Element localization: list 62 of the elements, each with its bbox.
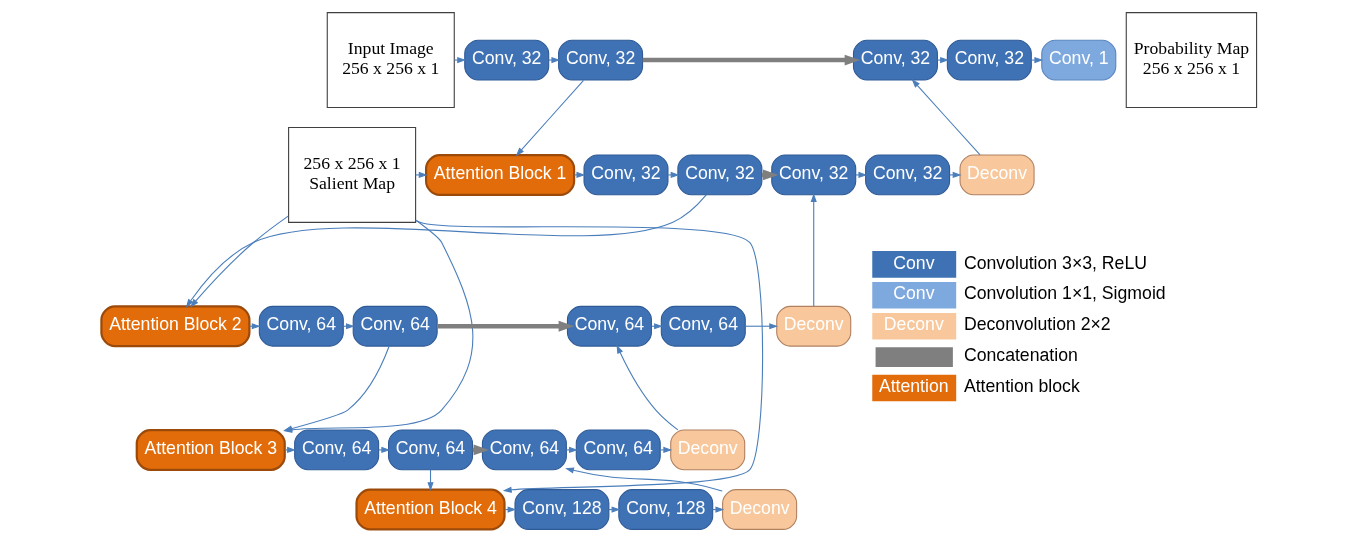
arrow — [377, 446, 390, 453]
arrow — [1030, 56, 1043, 64]
node-box: 256 x 256 x 1 Salient Map — [287, 126, 416, 223]
node-box: Conv, 32 — [770, 154, 856, 196]
node-box: Conv, 64 — [481, 429, 567, 471]
arrow — [185, 194, 707, 308]
arrow — [854, 171, 867, 178]
arrow — [565, 446, 578, 453]
arrow — [667, 171, 679, 178]
label: Attention — [878, 376, 949, 397]
arrow — [642, 54, 860, 66]
arrow — [936, 56, 949, 64]
legend-label: Convolution 1×1, Sigmoid — [963, 283, 1166, 304]
node-box: Conv, 128 — [617, 489, 713, 530]
node-box: Conv, 64 — [387, 429, 473, 471]
legend-label: Attention block — [963, 376, 1080, 397]
arrow — [547, 56, 560, 64]
arrow — [564, 467, 723, 492]
node-box: Conv, 32 — [946, 39, 1032, 81]
arrow — [283, 446, 296, 453]
node-box: Conv, 64 — [258, 305, 344, 347]
legend-label: Deconvolution 2×2 — [963, 314, 1111, 335]
node-box: Conv, 64 — [575, 429, 661, 471]
arrow — [414, 171, 428, 178]
node-box: Conv, 32 — [864, 154, 950, 196]
arrow — [744, 323, 778, 330]
node-box: Conv, 64 — [293, 429, 379, 471]
arrow — [810, 193, 817, 307]
arrow — [189, 215, 289, 308]
label: Conv — [892, 252, 934, 273]
label: Deconv — [883, 314, 944, 335]
node-box: Input Image 256 x 256 x 1 — [326, 12, 455, 109]
arrow — [659, 446, 672, 453]
arrow — [911, 79, 981, 156]
node-box: Conv, 32 — [852, 39, 938, 81]
node-box: Conv, 128 — [513, 489, 609, 530]
node-box: Deconv — [721, 489, 797, 530]
node-box: Conv, 32 — [582, 154, 668, 196]
node-box: Conv, 32 — [676, 154, 762, 196]
arrow — [436, 320, 574, 332]
node-box: Attention Block 4 — [354, 488, 506, 531]
node-box: Probability Map 256 x 256 x 1 — [1125, 12, 1257, 109]
label: Conv — [892, 283, 934, 304]
node-box: Deconv — [669, 429, 745, 471]
node-box: Conv, 32 — [463, 39, 549, 81]
node-box: Conv, 1 — [1040, 39, 1116, 81]
node-box: Conv, 64 — [566, 305, 652, 347]
arrow — [573, 171, 585, 178]
arrow — [616, 344, 678, 431]
arrow — [515, 79, 584, 157]
arrow — [948, 171, 961, 178]
node-box: Deconv — [959, 154, 1035, 196]
node-box: Conv, 64 — [352, 305, 438, 347]
legend-label: Convolution 3×3, ReLU — [963, 252, 1147, 273]
node-box: Deconv — [775, 305, 851, 347]
node-box: Attention Block 2 — [99, 305, 250, 348]
node-box: Conv, 32 — [557, 39, 643, 81]
node-box: Conv, 64 — [660, 305, 746, 347]
arrow — [414, 220, 763, 493]
legend-label: Concatenation — [963, 345, 1078, 366]
arrow — [453, 56, 466, 64]
arrow — [342, 323, 355, 330]
